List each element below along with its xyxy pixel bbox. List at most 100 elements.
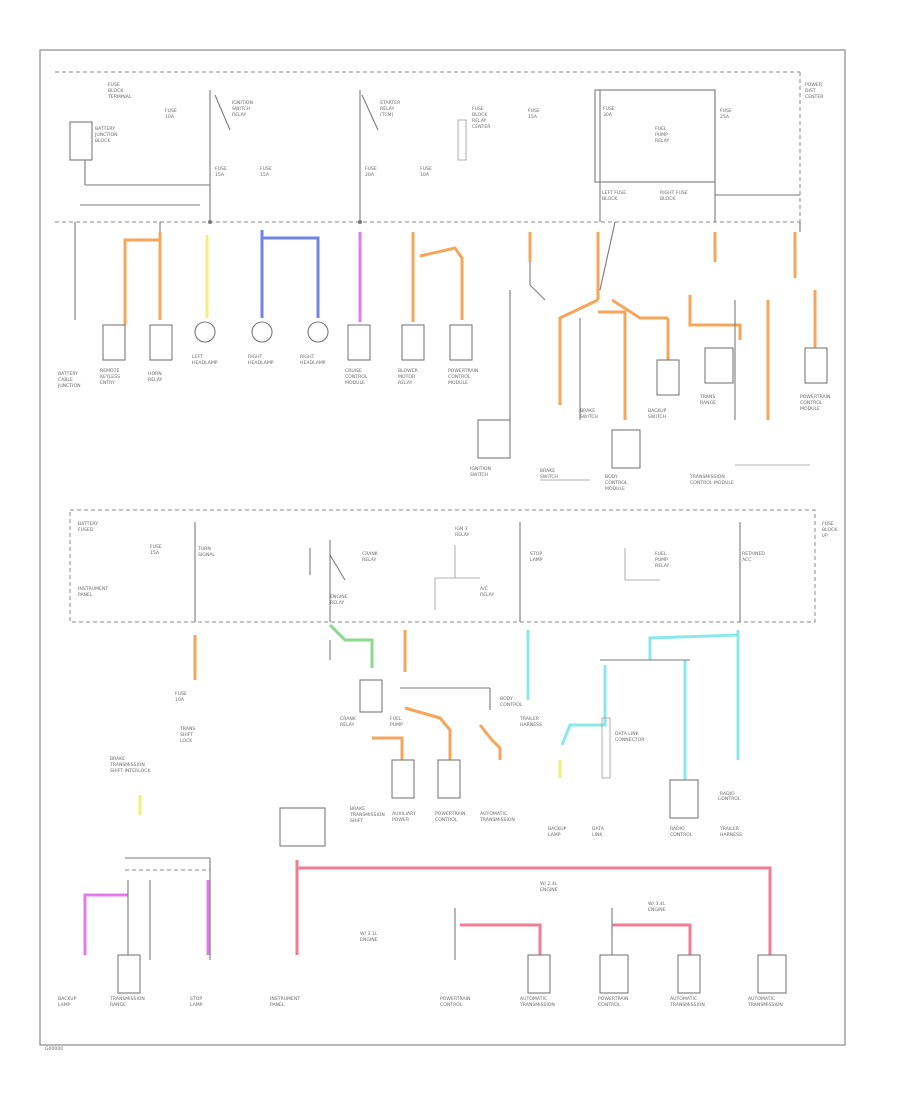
svg-text:RELAY: RELAY [362, 557, 377, 563]
svg-text:BACKUP: BACKUP [548, 826, 567, 832]
svg-text:STOP: STOP [530, 551, 542, 557]
svg-text:BRAKE: BRAKE [580, 408, 595, 414]
svg-text:MODULE: MODULE [345, 380, 365, 386]
svg-text:CRANK: CRANK [362, 551, 379, 557]
svg-text:FUSE: FUSE [472, 106, 484, 112]
svg-text:BATTERY: BATTERY [95, 126, 115, 132]
svg-text:POWERTRAIN: POWERTRAIN [440, 996, 470, 1002]
svg-text:CONTROL: CONTROL [435, 817, 458, 823]
svg-text:LEFT: LEFT [192, 354, 203, 360]
svg-text:LAMP: LAMP [548, 832, 561, 838]
svg-text:LAMP: LAMP [190, 1002, 203, 1008]
svg-text:FUSE: FUSE [215, 166, 227, 172]
svg-text:TRANSMISSION: TRANSMISSION [747, 1002, 783, 1008]
svg-text:LINK: LINK [592, 832, 603, 838]
svg-text:FUSE: FUSE [108, 82, 120, 88]
lamp-symbol [194, 321, 216, 343]
svg-text:10A: 10A [175, 697, 185, 703]
svg-text:HEADLAMP: HEADLAMP [248, 360, 274, 366]
svg-text:15A: 15A [528, 114, 538, 120]
relay-box [69, 121, 93, 161]
svg-text:BRAKE: BRAKE [350, 806, 365, 812]
lamp-symbol [251, 321, 273, 343]
component-box [677, 954, 701, 994]
svg-text:TURN: TURN [197, 546, 211, 552]
svg-text:RELAY: RELAY [232, 112, 247, 118]
svg-text:IGN 3: IGN 3 [455, 526, 468, 532]
svg-text:DIST: DIST [805, 88, 816, 94]
svg-text:LAMP: LAMP [530, 557, 543, 563]
svg-text:RELAY: RELAY [340, 722, 355, 728]
svg-text:CONTROL: CONTROL [500, 702, 523, 708]
svg-text:(TCM): (TCM) [380, 112, 393, 118]
svg-text:CONTROL: CONTROL [448, 374, 471, 380]
svg-text:RELAY: RELAY [330, 600, 345, 606]
component-box [704, 347, 734, 384]
svg-text:BATTERY: BATTERY [78, 521, 98, 527]
svg-text:15A: 15A [215, 172, 225, 178]
svg-text:TRANSMISSION: TRANSMISSION [669, 1002, 705, 1008]
svg-text:BLOWER: BLOWER [398, 368, 419, 374]
svg-text:BLOCK: BLOCK [822, 527, 838, 533]
svg-text:W/ 2.4L: W/ 2.4L [540, 881, 558, 887]
svg-text:15A: 15A [260, 172, 270, 178]
svg-text:RELAY: RELAY [398, 380, 413, 386]
svg-text:RIGHT: RIGHT [248, 354, 263, 360]
svg-text:CENTER: CENTER [472, 124, 491, 130]
svg-text:W/ 3.1L: W/ 3.1L [360, 931, 378, 937]
svg-text:BLOCK: BLOCK [95, 138, 111, 144]
component-box [279, 807, 326, 847]
svg-text:FUSE: FUSE [150, 544, 162, 550]
svg-text:SWITCH: SWITCH [232, 106, 250, 112]
svg-text:AUTOMATIC: AUTOMATIC [520, 996, 547, 1002]
svg-text:ENGINE: ENGINE [540, 887, 558, 893]
component-box [656, 359, 680, 396]
svg-text:AUXILIARY: AUXILIARY [392, 811, 416, 817]
svg-text:RELAY: RELAY [148, 377, 163, 383]
svg-text:POWER: POWER [805, 82, 823, 88]
svg-text:CONTROL: CONTROL [598, 1002, 621, 1008]
svg-text:AUTOMATIC: AUTOMATIC [480, 811, 507, 817]
svg-text:ENGINE: ENGINE [330, 594, 348, 600]
svg-text:POWERTRAIN: POWERTRAIN [598, 996, 628, 1002]
svg-text:POWERTRAIN: POWERTRAIN [435, 811, 465, 817]
svg-text:TRANSMISSION: TRANSMISSION [479, 817, 515, 823]
svg-text:ENGINE: ENGINE [360, 937, 378, 943]
svg-text:CONTROL: CONTROL [605, 480, 628, 486]
svg-text:FUSED: FUSED [78, 527, 94, 533]
svg-text:KEYLESS: KEYLESS [100, 374, 120, 380]
component-box [149, 324, 173, 361]
svg-text:RELAY: RELAY [472, 118, 487, 124]
component-box [437, 759, 461, 799]
diagram-frame [39, 49, 846, 1046]
svg-text:FUEL: FUEL [655, 551, 667, 557]
svg-text:INSTRUMENT: INSTRUMENT [78, 586, 108, 592]
svg-text:BATTERY: BATTERY [58, 371, 78, 377]
component-box [804, 347, 828, 384]
svg-text:25A: 25A [720, 114, 730, 120]
svg-text:PUMP: PUMP [655, 132, 668, 138]
svg-text:BRAKE: BRAKE [110, 756, 125, 762]
svg-text:RIGHT FUSE: RIGHT FUSE [660, 190, 688, 196]
component-box [449, 324, 473, 361]
svg-text:CONTROL MODULE: CONTROL MODULE [690, 480, 734, 486]
svg-text:RETAINED: RETAINED [742, 551, 765, 557]
svg-text:INSTRUMENT: INSTRUMENT [270, 996, 300, 1002]
svg-text:POWERTRAIN: POWERTRAIN [800, 394, 830, 400]
svg-text:MODULE: MODULE [605, 486, 625, 492]
svg-text:RADIO: RADIO [720, 791, 735, 797]
svg-text:FUSE: FUSE [420, 166, 432, 172]
svg-text:CRANK: CRANK [340, 716, 357, 722]
svg-text:PANEL: PANEL [270, 1002, 285, 1008]
svg-text:MODULE: MODULE [448, 380, 468, 386]
svg-text:CONTROL: CONTROL [718, 796, 741, 802]
svg-text:MODULE: MODULE [800, 406, 820, 412]
svg-text:SWITCH: SWITCH [470, 472, 488, 478]
svg-text:10A: 10A [420, 172, 430, 178]
svg-text:FUSE: FUSE [175, 691, 187, 697]
svg-text:ENGINE: ENGINE [648, 907, 666, 913]
svg-text:ACC: ACC [742, 557, 751, 563]
svg-text:BODY: BODY [605, 474, 618, 480]
